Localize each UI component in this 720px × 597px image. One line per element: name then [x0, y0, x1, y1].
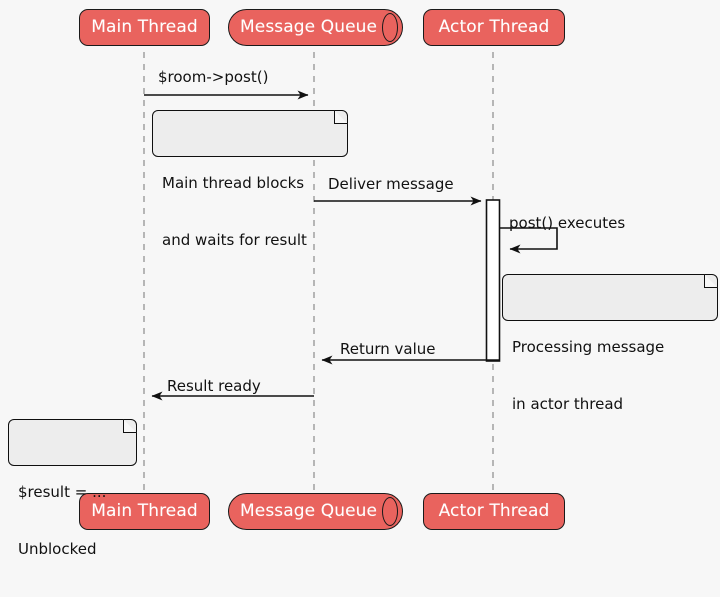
- participant-footer-label-main-thread: Main Thread: [91, 501, 198, 521]
- participant-header-message-queue[interactable]: Message Queue: [228, 9, 403, 46]
- note-line: $result = ...: [18, 483, 107, 501]
- participant-header-actor-thread[interactable]: Actor Thread: [423, 9, 565, 46]
- note-result-unblocked: $result = ... Unblocked: [8, 419, 137, 558]
- participant-label-message-queue: Message Queue: [240, 17, 378, 37]
- message-label-deliver-message: Deliver message: [328, 175, 454, 193]
- participant-footer-message-queue[interactable]: Message Queue: [228, 493, 403, 530]
- participant-header-main-thread[interactable]: Main Thread: [79, 9, 210, 46]
- participant-label-main-thread: Main Thread: [91, 17, 198, 37]
- message-label-return-value: Return value: [340, 340, 436, 358]
- participant-footer-label-message-queue: Message Queue: [240, 501, 378, 521]
- note-fold-corner-icon: [123, 419, 137, 433]
- note-fold-corner-icon: [704, 274, 718, 288]
- note-processing-message: Processing message in actor thread: [502, 274, 718, 413]
- note-line: Processing message: [512, 338, 665, 356]
- note-line: Unblocked: [18, 540, 97, 558]
- note-line: Main thread blocks: [162, 174, 305, 192]
- message-arrow-post-executes: [500, 227, 558, 254]
- message-label-post-executes: post() executes: [509, 214, 626, 232]
- note-line: and waits for result: [162, 231, 307, 249]
- activation-bar-actor-thread: [485, 199, 501, 362]
- message-label-result-ready: Result ready: [167, 377, 261, 395]
- sequence-diagram-canvas: Main Thread Message Queue Actor Thread M…: [8, 9, 718, 558]
- note-line: in actor thread: [512, 395, 624, 413]
- message-label-room-post: $room->post(): [158, 68, 269, 86]
- queue-cylinder-cap-icon: [382, 13, 398, 42]
- participant-footer-label-actor-thread: Actor Thread: [438, 501, 550, 521]
- participant-footer-main-thread[interactable]: Main Thread: [79, 493, 210, 530]
- queue-cylinder-cap-icon: [382, 497, 398, 526]
- note-main-thread-blocks: Main thread blocks and waits for result: [152, 110, 348, 249]
- participant-footer-actor-thread[interactable]: Actor Thread: [423, 493, 565, 530]
- participant-label-actor-thread: Actor Thread: [438, 17, 550, 37]
- note-fold-corner-icon: [334, 110, 348, 124]
